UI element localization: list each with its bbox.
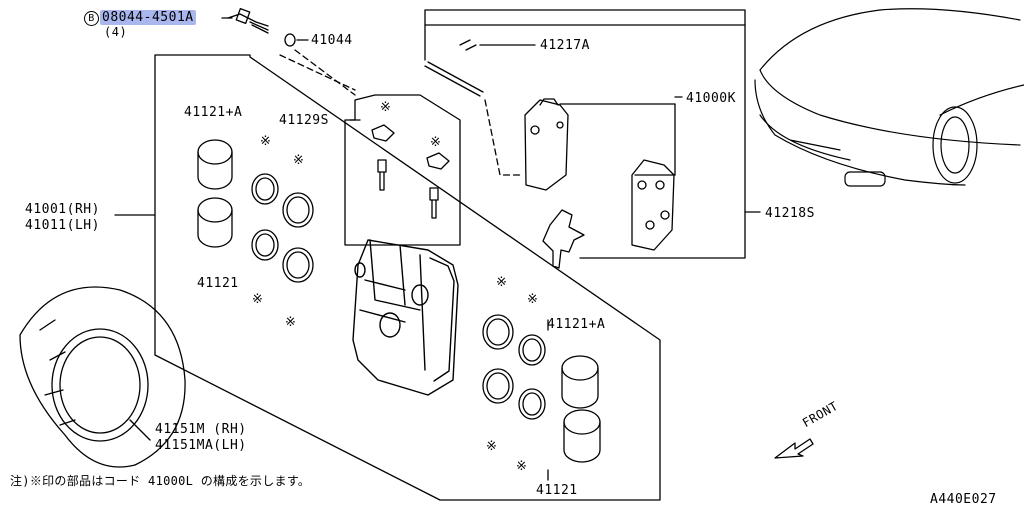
kit-marker: ※: [285, 315, 296, 330]
right-piston-lower-drawing: [563, 409, 601, 463]
piston-a-right-label: 41121+A: [547, 317, 606, 332]
shield-lh-label: 41151MA(LH): [155, 438, 247, 453]
dust-shield-drawing: [19, 286, 186, 468]
left-piston-upper-drawing: [197, 139, 233, 190]
bolt-quantity: (4): [104, 25, 128, 39]
caliper-rh-label: 41001(RH): [25, 202, 100, 217]
left-seal-1: [251, 173, 279, 205]
caliper-lh-label: 41011(LH): [25, 218, 100, 233]
kit-marker: ※: [527, 292, 538, 307]
left-seal-4: [282, 247, 314, 283]
right-seal-2: [518, 334, 546, 366]
shim-label: 41218S: [765, 206, 815, 221]
bolt-prefix-mark: B: [84, 11, 99, 26]
front-arrow-drawing: [774, 438, 814, 459]
kit-marker: ※: [430, 135, 441, 150]
caliper-kit-frame: [154, 54, 661, 501]
kit-marker: ※: [260, 134, 271, 149]
bleeder-parts-drawing: [371, 124, 450, 219]
left-seal-3: [251, 229, 279, 261]
kit-marker: ※: [380, 100, 391, 115]
pin-label: 41217A: [540, 38, 590, 53]
left-seal-2: [282, 192, 314, 228]
kit-marker: ※: [516, 459, 527, 474]
washer-label: 41044: [311, 33, 353, 48]
shim-drawing: [542, 209, 585, 269]
piston-a-left-label: 41121+A: [184, 105, 243, 120]
pad-kit-frame: [424, 9, 746, 259]
right-seal-4: [518, 388, 546, 420]
brake-pad-1-drawing: [524, 98, 569, 191]
kit-marker: ※: [252, 292, 263, 307]
pin-drawing: [424, 39, 484, 97]
washer-drawing: [284, 33, 296, 47]
right-seal-3: [482, 368, 514, 404]
kit-marker: ※: [496, 275, 507, 290]
piston-left-label: 41121: [197, 276, 239, 291]
seal-kit-label: 41129S: [279, 113, 329, 128]
bolt-part-number: 08044-4501A: [100, 10, 196, 25]
figure-code: A440E027: [930, 492, 997, 507]
seal-kit-frame: [344, 94, 461, 246]
caliper-body-drawing: [352, 239, 459, 396]
brake-pad-2-drawing: [631, 159, 675, 251]
bolt-drawing: [227, 8, 269, 34]
piston-right-label: 41121: [536, 483, 578, 498]
shield-rh-label: 41151M (RH): [155, 422, 247, 437]
pad-kit-label: 41000K: [686, 91, 736, 106]
right-seal-1: [482, 314, 514, 350]
left-piston-lower-drawing: [197, 197, 233, 248]
car-outline-drawing: [754, 8, 1024, 187]
footnote: 注)※印の部品はコード 41000L の構成を示します。: [10, 474, 311, 488]
kit-marker: ※: [293, 153, 304, 168]
right-piston-upper-drawing: [561, 355, 599, 409]
kit-marker: ※: [486, 439, 497, 454]
